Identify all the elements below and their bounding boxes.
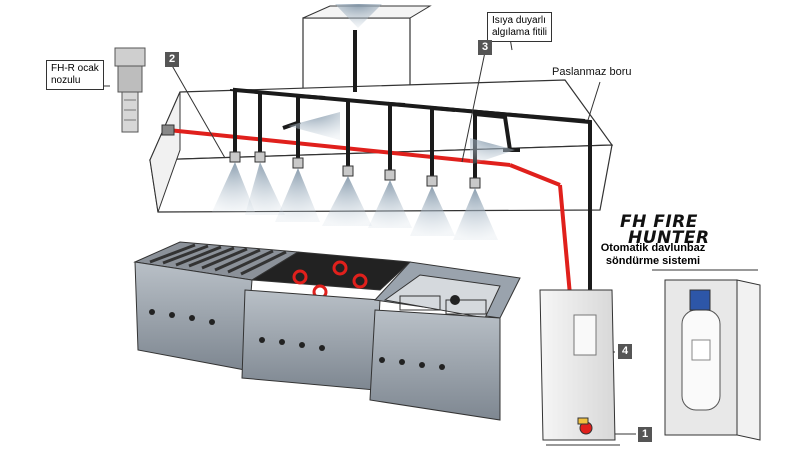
marker-3: 3 xyxy=(478,40,492,55)
detector-callout: Isıya duyarlı algılama fitili xyxy=(487,12,553,42)
marker-1: 1 xyxy=(638,427,652,442)
detector-callout-text: Isıya duyarlı algılama fitili xyxy=(492,15,548,38)
brand-logo-line1: FH FIRE xyxy=(620,212,698,232)
nozzle-callout-text: FH-R ocak nozulu xyxy=(51,63,99,86)
open-cabinet xyxy=(664,279,761,441)
system-title: Otomatik davlunbaz söndürme sistemi xyxy=(600,242,706,267)
detection-line xyxy=(161,124,572,296)
exhaust-duct xyxy=(302,4,432,93)
hood-nozzles xyxy=(212,112,515,240)
duct-spray xyxy=(335,4,382,28)
brand-logo-line2: HUNTER xyxy=(628,228,710,248)
control-cabinet xyxy=(539,289,616,441)
hood xyxy=(149,79,614,213)
pipe-label: Paslanmaz boru xyxy=(552,66,632,78)
cooktop-range xyxy=(241,251,412,391)
marker-2: 2 xyxy=(165,52,179,67)
marker-4: 4 xyxy=(618,344,632,359)
nozzle-callout: FH-R ocak nozulu xyxy=(46,60,104,90)
fryer xyxy=(369,261,521,421)
griddle-range xyxy=(133,241,300,371)
fh-r-nozzle-illustration xyxy=(114,47,146,133)
